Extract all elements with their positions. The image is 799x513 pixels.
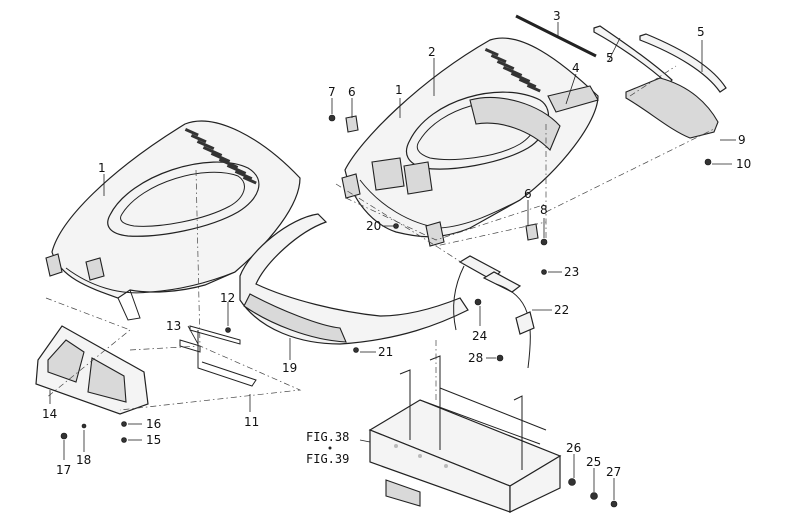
assembly-lines	[45, 65, 717, 411]
callout-1-right: 1	[395, 83, 403, 97]
chassis-frame	[368, 355, 562, 513]
callout-12: 12	[220, 291, 235, 305]
fig-ref-38: FIG.38	[306, 430, 349, 444]
left-hood-vents	[184, 128, 257, 185]
callout-18: 18	[76, 453, 91, 467]
top-molding-strip	[515, 14, 597, 58]
grille	[35, 325, 149, 415]
right-hood	[341, 37, 599, 247]
callout-5-right: 5	[697, 25, 705, 39]
callout-15: 15	[146, 433, 161, 447]
hinge-bracket	[453, 255, 535, 369]
front-bumper	[239, 213, 469, 345]
callout-labels: 1 1 2 3 4 5 5 6 6 7 8 9 10 11 12 13 14 1…	[42, 9, 751, 479]
callout-21: 21	[378, 345, 393, 359]
hardware	[60, 114, 712, 508]
callout-6-bottom: 6	[524, 187, 532, 201]
callout-25: 25	[586, 455, 601, 469]
callout-14: 14	[42, 407, 57, 421]
dash-panel	[625, 77, 719, 139]
callout-7: 7	[328, 85, 336, 99]
callout-13: 13	[166, 319, 181, 333]
side-rail-right	[639, 33, 727, 93]
hood-support-frame	[179, 325, 257, 387]
fig-ref-39: FIG.39	[306, 452, 349, 466]
callout-11: 11	[244, 415, 259, 429]
callout-2: 2	[428, 45, 436, 59]
callout-22: 22	[554, 303, 569, 317]
left-hood	[45, 120, 301, 321]
figure-references: FIG.38 FIG.39	[306, 430, 349, 466]
callout-4: 4	[572, 61, 580, 75]
callout-9: 9	[738, 133, 746, 147]
callout-3: 3	[553, 9, 561, 23]
callout-24: 24	[472, 329, 487, 343]
callout-27: 27	[606, 465, 621, 479]
callout-10: 10	[736, 157, 751, 171]
callout-1-left: 1	[98, 161, 106, 175]
callout-16: 16	[146, 417, 161, 431]
callout-8: 8	[540, 203, 548, 217]
callout-6-top: 6	[348, 85, 356, 99]
leader-lines	[49, 22, 736, 500]
callout-26: 26	[566, 441, 581, 455]
right-hood-vents	[484, 47, 541, 93]
callout-28: 28	[468, 351, 483, 365]
callout-5-left: 5	[606, 51, 614, 65]
callout-19: 19	[282, 361, 297, 375]
callout-20: 20	[366, 219, 381, 233]
callout-23: 23	[564, 265, 579, 279]
callout-17: 17	[56, 463, 71, 477]
